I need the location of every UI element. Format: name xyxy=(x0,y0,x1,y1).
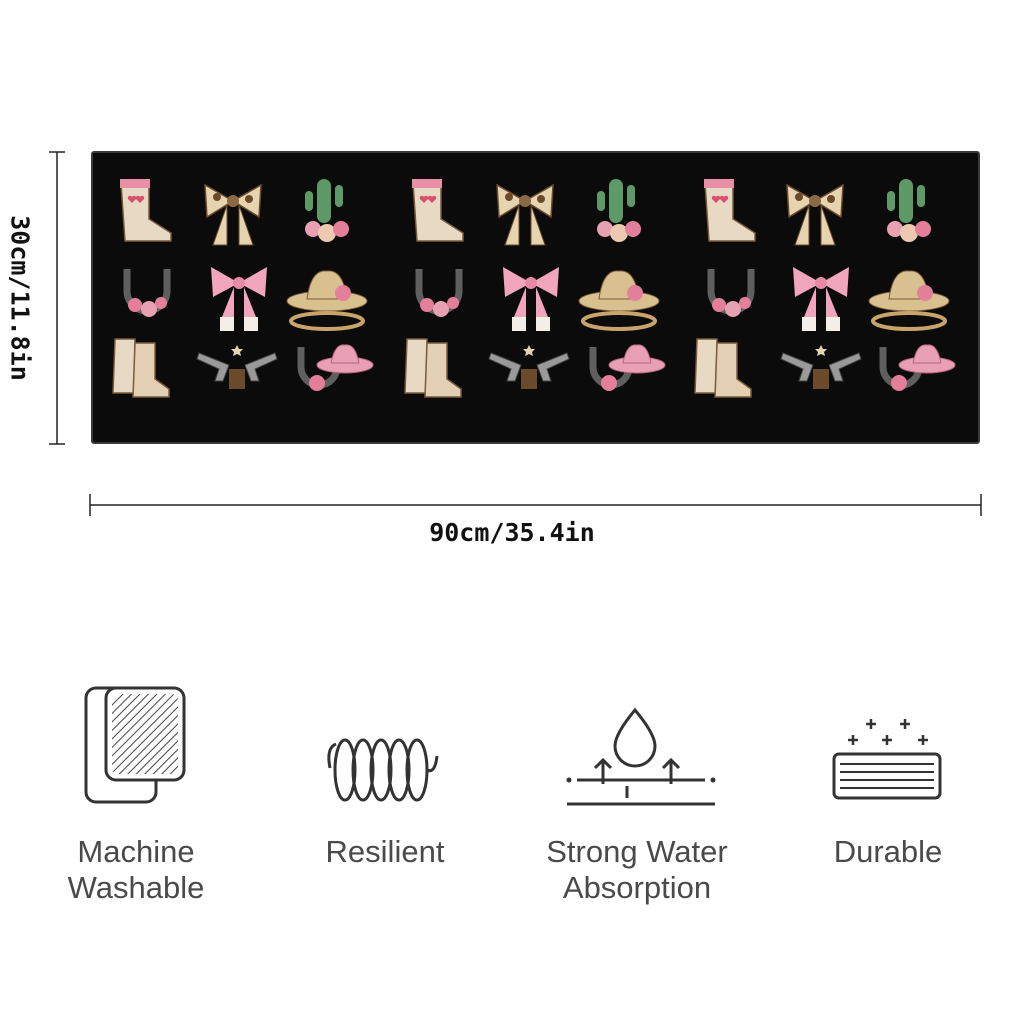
feature-label-line2: Washable xyxy=(67,870,205,905)
height-dimension-line xyxy=(49,151,65,445)
motif-panel-2 xyxy=(404,178,665,398)
sparkle-layers-icon xyxy=(832,719,942,800)
feature-label-line1: Machine xyxy=(77,834,195,869)
motif-panel-3 xyxy=(694,178,955,398)
width-dimension-line xyxy=(89,494,982,516)
rug-product-image xyxy=(91,151,980,444)
feature-label-line1: Strong Water xyxy=(546,834,728,869)
motif-pattern xyxy=(112,178,982,398)
feature-label-line1: Durable xyxy=(833,834,943,869)
feature-label-line1: Resilient xyxy=(325,834,445,869)
motif-panel-1 xyxy=(112,178,373,398)
water-drop-icon xyxy=(566,707,716,806)
spring-coil-icon xyxy=(327,738,439,802)
height-label: 30cm/11.8in xyxy=(5,215,35,381)
feature-label-line2: Absorption xyxy=(562,870,712,905)
width-label: 90cm/35.4in xyxy=(429,518,595,547)
folded-towel-icon xyxy=(84,686,186,804)
